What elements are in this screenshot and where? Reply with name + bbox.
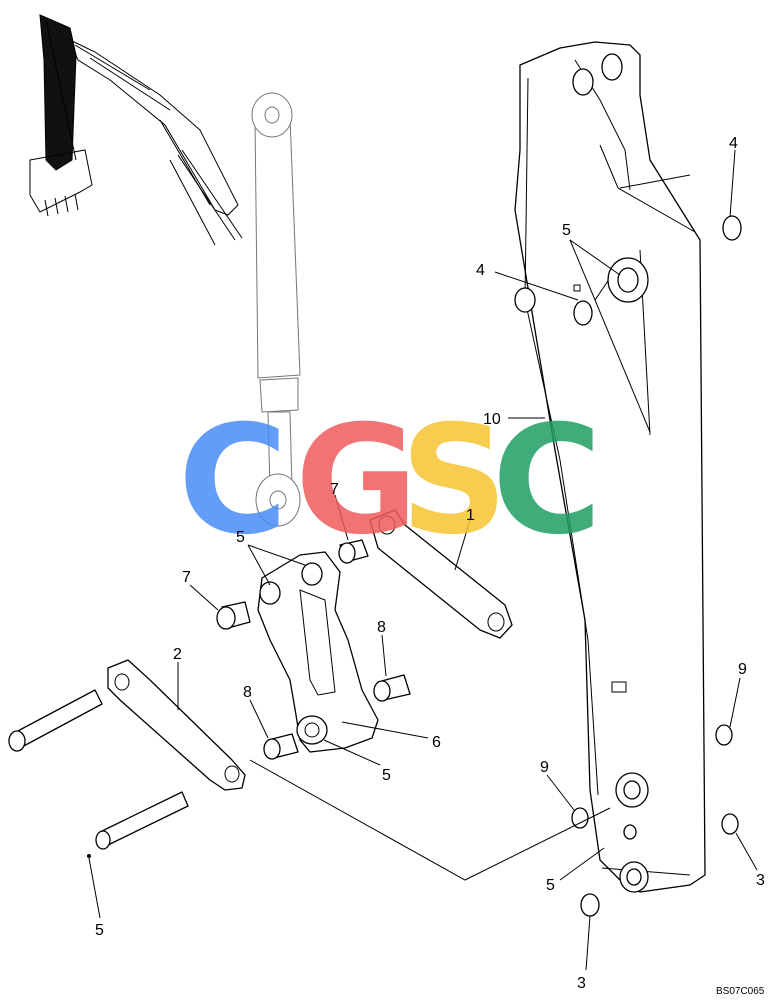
watermark-letter-4: C	[492, 394, 602, 568]
pins	[8, 689, 189, 858]
arm-part-10	[514, 41, 706, 893]
h-link-part-6	[257, 551, 379, 753]
excavator-inset	[29, 14, 243, 246]
watermark-letter-1: C	[178, 394, 288, 568]
callout-9-right: 9	[738, 661, 747, 678]
o-ring-part-4	[573, 215, 742, 326]
watermark-letter-3: S	[400, 394, 508, 568]
callout-9-left: 9	[540, 759, 549, 776]
bucket-cylinder-ghost	[251, 92, 301, 527]
callout-6: 6	[432, 734, 441, 751]
callout-5-h-link: 5	[236, 529, 245, 546]
assembly-line	[249, 759, 611, 881]
callout-5-h-link-bottom: 5	[382, 767, 391, 784]
drawing-code: BS07C065	[716, 986, 765, 997]
callout-7-upper: 7	[330, 481, 339, 498]
callout-5-arm-bottom: 5	[546, 877, 555, 894]
callout-7-lower: 7	[182, 569, 191, 586]
leader-lines	[88, 149, 758, 971]
callout-2: 2	[173, 646, 182, 663]
bushing-part-8	[263, 674, 411, 760]
side-link-part-2	[107, 659, 246, 791]
watermark-letter-2: G	[295, 394, 418, 568]
cgsc-watermark: C G S C	[178, 394, 602, 568]
callout-1: 1	[466, 507, 475, 524]
callout-3-right: 3	[756, 872, 765, 889]
callout-8-left: 8	[243, 684, 252, 701]
callout-3-bottom: 3	[577, 975, 586, 992]
callout-4-left: 4	[476, 262, 485, 279]
callout-5-arm-top: 5	[562, 222, 571, 239]
callout-10: 10	[483, 411, 501, 428]
callout-8-right: 8	[377, 619, 386, 636]
link-part-1	[369, 509, 513, 639]
callout-labels: 4 4 5 10 7 7 5 1 8 2 8 6 5 9 9 5 3 3 5	[95, 135, 765, 992]
bushing-part-7	[216, 539, 369, 630]
callout-5-pin: 5	[95, 922, 104, 939]
callout-4-right: 4	[729, 135, 738, 152]
o-ring-part-9-and-3	[571, 724, 739, 917]
